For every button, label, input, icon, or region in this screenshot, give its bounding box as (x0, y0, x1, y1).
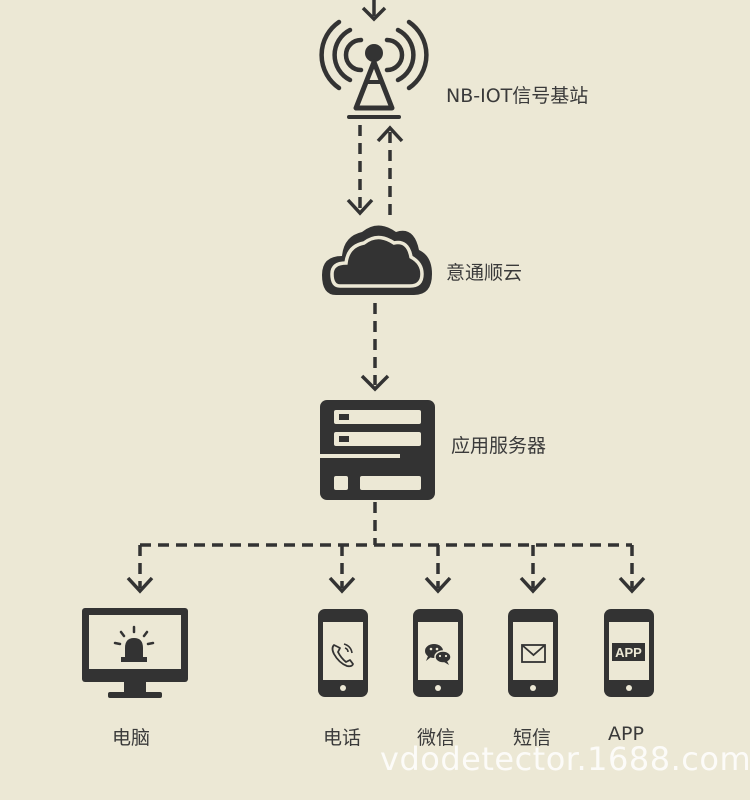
server-label: 应用服务器 (451, 435, 547, 457)
app-icon-text: APP (615, 645, 642, 660)
signal-tower-icon (319, 19, 429, 119)
phone-label: 电话 (323, 727, 362, 749)
incoming-arrow (361, 0, 387, 22)
sms-label: 短信 (513, 727, 552, 749)
phone-app-icon: APP (604, 609, 654, 697)
wechat-label: 微信 (417, 727, 456, 749)
watermark-text: vdodetector.1688.com (380, 740, 750, 778)
server-icon (320, 400, 435, 500)
phone-wechat-icon (413, 609, 463, 697)
distribution-lines (126, 502, 646, 594)
base-station-label: NB-IOT信号基站 (446, 85, 589, 107)
wechat-icon (425, 644, 452, 665)
cloud-to-server-arrow (360, 303, 390, 392)
cloud-icon (322, 225, 432, 295)
uplink-downlink-arrows (346, 125, 404, 216)
app-label: APP (608, 723, 644, 745)
computer-monitor-icon (82, 608, 188, 698)
envelope-icon (521, 644, 546, 663)
pc-label: 电脑 (112, 727, 151, 749)
phone-call-icon (318, 609, 368, 697)
alarm-light-icon (113, 625, 155, 662)
phone-sms-icon (508, 609, 558, 697)
cloud-label: 意通顺云 (446, 262, 523, 284)
